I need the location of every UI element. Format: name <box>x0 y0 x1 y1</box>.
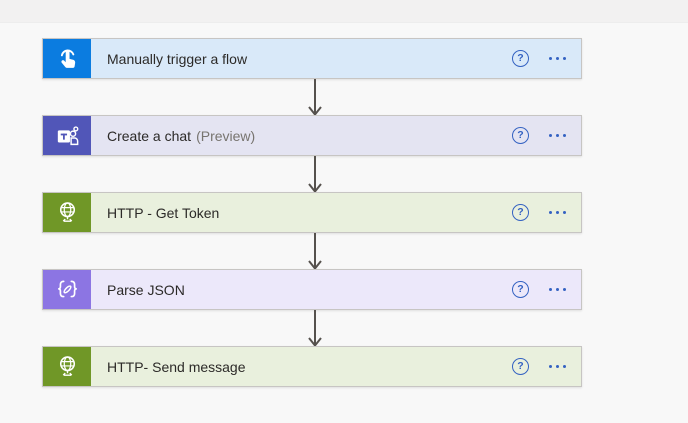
more-options-icon[interactable] <box>547 361 568 372</box>
step-title: Create a chat <box>107 127 192 144</box>
teams-icon <box>43 116 91 155</box>
help-button[interactable]: ? <box>512 358 529 375</box>
card-body: Create a chat (Preview) ? <box>91 116 581 155</box>
step-title: HTTP - Get Token <box>107 204 220 221</box>
step-title: Parse JSON <box>107 281 185 298</box>
card-body: Manually trigger a flow ? <box>91 39 581 78</box>
touch-icon <box>43 39 91 78</box>
help-button[interactable]: ? <box>512 281 529 298</box>
flow-step-parse-json[interactable]: Parse JSON ? <box>42 269 582 310</box>
card-body: HTTP - Get Token ? <box>91 193 581 232</box>
top-strip <box>0 0 688 23</box>
connector-arrow <box>308 310 322 347</box>
step-title: HTTP- Send message <box>107 358 246 375</box>
help-button[interactable]: ? <box>512 204 529 221</box>
step-suffix: (Preview) <box>196 127 256 144</box>
card-body: HTTP- Send message ? <box>91 347 581 386</box>
flow-step-http-send-message[interactable]: HTTP- Send message ? <box>42 346 582 387</box>
flow-step-http-get-token[interactable]: HTTP - Get Token ? <box>42 192 582 233</box>
card-body: Parse JSON ? <box>91 270 581 309</box>
connector-arrow <box>308 79 322 116</box>
step-title: Manually trigger a flow <box>107 50 248 67</box>
more-options-icon[interactable] <box>547 207 568 218</box>
globe-icon <box>43 193 91 232</box>
flow-step-create-chat[interactable]: Create a chat (Preview) ? <box>42 115 582 156</box>
more-options-icon[interactable] <box>547 130 568 141</box>
connector-arrow <box>308 156 322 193</box>
braces-icon <box>43 270 91 309</box>
connector-arrow <box>308 233 322 270</box>
more-options-icon[interactable] <box>547 53 568 64</box>
flow-step-manually-trigger[interactable]: Manually trigger a flow ? <box>42 38 582 79</box>
globe-icon <box>43 347 91 386</box>
help-button[interactable]: ? <box>512 127 529 144</box>
more-options-icon[interactable] <box>547 284 568 295</box>
help-button[interactable]: ? <box>512 50 529 67</box>
